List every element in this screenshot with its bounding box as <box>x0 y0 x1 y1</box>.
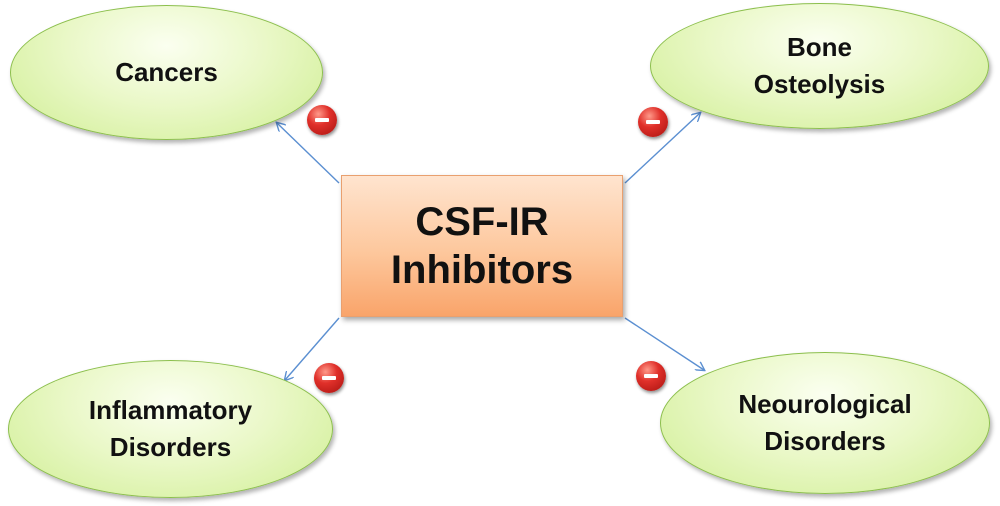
node-cancers-label: Cancers <box>115 57 218 87</box>
node-inflammatory-label-line-2: Disorders <box>109 432 232 462</box>
node-neuro-label-line-2: Disorders <box>764 426 886 456</box>
node-bone-label-line-1: Bone <box>787 32 852 62</box>
arrow-to-bone-osteolysis <box>624 113 700 184</box>
node-neuro-label-line-1: Neourological <box>738 389 912 419</box>
center-title-line-1: CSF-IR <box>415 200 549 244</box>
minus-icon <box>314 363 344 393</box>
minus-icon <box>636 361 666 391</box>
center-box-csf-ir-inhibitors: CSF-IR Inhibitors <box>341 175 623 317</box>
node-bone-osteolysis: Bone Osteolysis <box>650 3 989 129</box>
minus-icon <box>307 105 337 135</box>
node-inflammatory-disorders: Inflammatory Disorders <box>8 360 333 498</box>
minus-icon <box>638 107 668 137</box>
arrow-to-inflammatory-disorders <box>285 317 340 380</box>
node-cancers: Cancers <box>10 5 323 140</box>
node-inflammatory-label-line-1: Inflammatory <box>88 395 253 425</box>
center-title-line-2: Inhibitors <box>390 248 574 292</box>
node-bone-label-line-2: Osteolysis <box>753 69 886 99</box>
arrow-to-cancers <box>277 123 340 184</box>
node-neurological-disorders: Neourological Disorders <box>660 352 990 494</box>
arrow-to-neurological-disorders <box>624 317 704 370</box>
